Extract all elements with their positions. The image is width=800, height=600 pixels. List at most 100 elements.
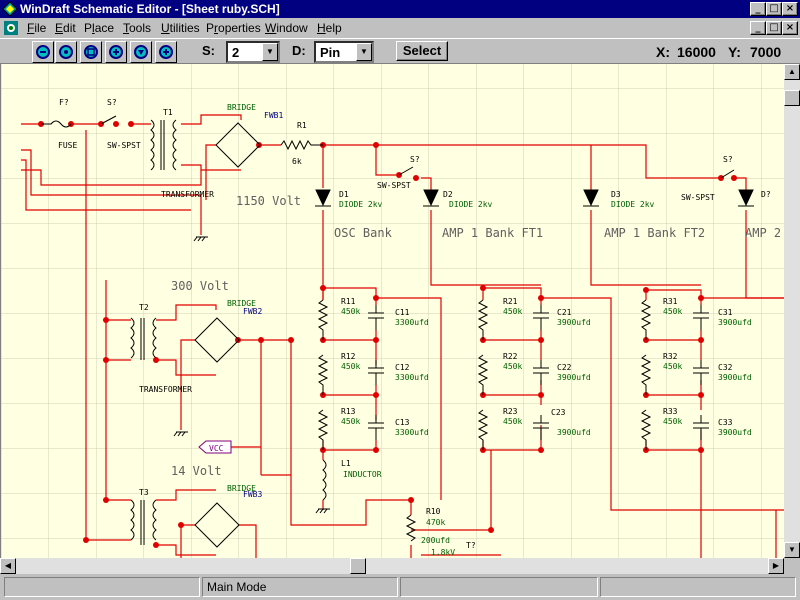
label-fuse: FUSE <box>58 141 77 150</box>
menu-edit[interactable]: Edit <box>55 21 76 35</box>
junction-dot <box>113 121 119 127</box>
label-c21v: 3900ufd <box>557 318 591 327</box>
scroll-up-icon[interactable]: ▲ <box>784 64 800 80</box>
junction-dot <box>373 337 379 343</box>
junction-dot <box>83 537 89 543</box>
wires <box>21 114 784 558</box>
label-sw1: SW-SPST <box>107 141 141 150</box>
snap-select[interactable]: 2 ▼ <box>226 41 280 63</box>
status-panel-1 <box>4 577 200 597</box>
zoom-fit-button[interactable] <box>80 41 102 63</box>
y-coord-label: Y: <box>728 44 741 60</box>
select-button[interactable]: Select <box>396 41 448 61</box>
doc-restore-button[interactable]: □ <box>766 21 782 35</box>
scroll-left-icon[interactable]: ◀ <box>0 558 16 574</box>
label-r1v: 6k <box>292 157 302 166</box>
label-amp1-bank: AMP 1 Bank FT1 <box>442 226 543 240</box>
label-c33: C33 <box>718 418 733 427</box>
menu-bar: File Edit Place Tools Utilities Properti… <box>0 18 800 38</box>
label-c21: C21 <box>557 308 572 317</box>
label-1150v: 1150 Volt <box>236 194 301 208</box>
label-inductor: INDUCTOR <box>343 470 382 479</box>
title-bar[interactable]: WinDraft Schematic Editor - [Sheet ruby.… <box>0 0 800 18</box>
schematic-drawing[interactable]: F? FUSE S? SW-SPST T1 TRANSFORMER BRIDGE… <box>1 64 784 558</box>
junction-dot <box>153 357 159 363</box>
close-button[interactable]: × <box>782 2 798 16</box>
label-r10: R10 <box>426 507 441 516</box>
zoom-in-plus-icon <box>109 45 123 59</box>
display-value: Pin <box>320 45 341 60</box>
menu-tools[interactable]: Tools <box>123 21 152 35</box>
junction-dot <box>373 392 379 398</box>
zoom-fit-icon <box>84 45 98 59</box>
vertical-scrollbar[interactable]: ▲ ▼ <box>784 64 800 558</box>
junction-dot <box>538 295 544 301</box>
vertical-scroll-thumb[interactable] <box>784 90 800 106</box>
label-r23v: 450k <box>503 417 522 426</box>
junction-dot <box>288 337 294 343</box>
junction-dot <box>320 285 326 291</box>
label-c200: 200ufd <box>421 536 450 545</box>
menu-place[interactable]: Place <box>84 21 115 35</box>
horizontal-scrollbar[interactable]: ◀ ▶ <box>0 558 784 574</box>
label-r13v: 450k <box>341 417 360 426</box>
zoom-area-button[interactable] <box>130 41 152 63</box>
label-t3: T3 <box>139 488 149 497</box>
menu-properties[interactable]: Properties <box>206 21 261 35</box>
junction-dot <box>698 447 704 453</box>
display-label: D: <box>292 43 306 58</box>
junction-dot <box>103 317 109 323</box>
label-r12v: 450k <box>341 362 360 371</box>
junction-dot <box>373 447 379 453</box>
document-icon[interactable] <box>3 20 19 36</box>
zoom-area-icon <box>134 45 148 59</box>
app-icon[interactable] <box>2 1 18 17</box>
menu-utilities[interactable]: Utilities <box>161 21 200 35</box>
label-f: F? <box>59 98 69 107</box>
display-dropdown-arrow-icon[interactable]: ▼ <box>356 43 372 61</box>
label-r33: R33 <box>663 407 678 416</box>
junction-dot <box>698 295 704 301</box>
label-c32v: 3900ufd <box>718 373 752 382</box>
label-c13: C13 <box>395 418 410 427</box>
menu-window[interactable]: Window <box>265 21 308 35</box>
label-c31: C31 <box>718 308 733 317</box>
label-d2: D2 <box>443 190 453 199</box>
label-osc-bank: OSC Bank <box>334 226 393 240</box>
label-c11: C11 <box>395 308 410 317</box>
label-r1: R1 <box>297 121 307 130</box>
junction-dot <box>103 497 109 503</box>
label-d3v: DIODE 2kv <box>611 200 655 209</box>
snap-dropdown-arrow-icon[interactable]: ▼ <box>262 43 278 61</box>
label-bridge1: BRIDGE <box>227 103 256 112</box>
zoom-in-button[interactable] <box>55 41 77 63</box>
minimize-button[interactable]: _ <box>750 2 766 16</box>
doc-minimize-button[interactable]: _ <box>750 21 766 35</box>
horizontal-scroll-thumb[interactable] <box>350 558 366 574</box>
zoom-in-plus-button[interactable] <box>105 41 127 63</box>
junction-dot <box>256 142 262 148</box>
doc-close-button[interactable]: × <box>782 21 798 35</box>
label-amp3-bank: AMP 2 <box>745 226 781 240</box>
junction-dot <box>153 542 159 548</box>
schematic-canvas[interactable]: F? FUSE S? SW-SPST T1 TRANSFORMER BRIDGE… <box>0 64 784 558</box>
toolbar: S: 2 ▼ D: Pin ▼ Select X: 16000 Y: 7000 <box>0 38 800 64</box>
junction-dot <box>178 522 184 528</box>
menu-help[interactable]: Help <box>317 21 342 35</box>
scroll-down-icon[interactable]: ▼ <box>784 542 800 558</box>
label-r21: R21 <box>503 297 518 306</box>
scroll-right-icon[interactable]: ▶ <box>768 558 784 574</box>
junction-dot <box>698 392 704 398</box>
zoom-pan-button[interactable] <box>155 41 177 63</box>
label-fwb2: FWB2 <box>243 307 262 316</box>
menu-file[interactable]: File <box>27 21 47 35</box>
display-select[interactable]: Pin ▼ <box>314 41 374 63</box>
label-transformer1: TRANSFORMER <box>161 190 214 199</box>
zoom-out-button[interactable] <box>32 41 54 63</box>
label-c23: C23 <box>551 408 566 417</box>
label-r33v: 450k <box>663 417 682 426</box>
schematic-labels: F? FUSE S? SW-SPST T1 TRANSFORMER BRIDGE… <box>58 98 781 557</box>
maximize-button[interactable]: □ <box>766 2 782 16</box>
label-r12: R12 <box>341 352 356 361</box>
